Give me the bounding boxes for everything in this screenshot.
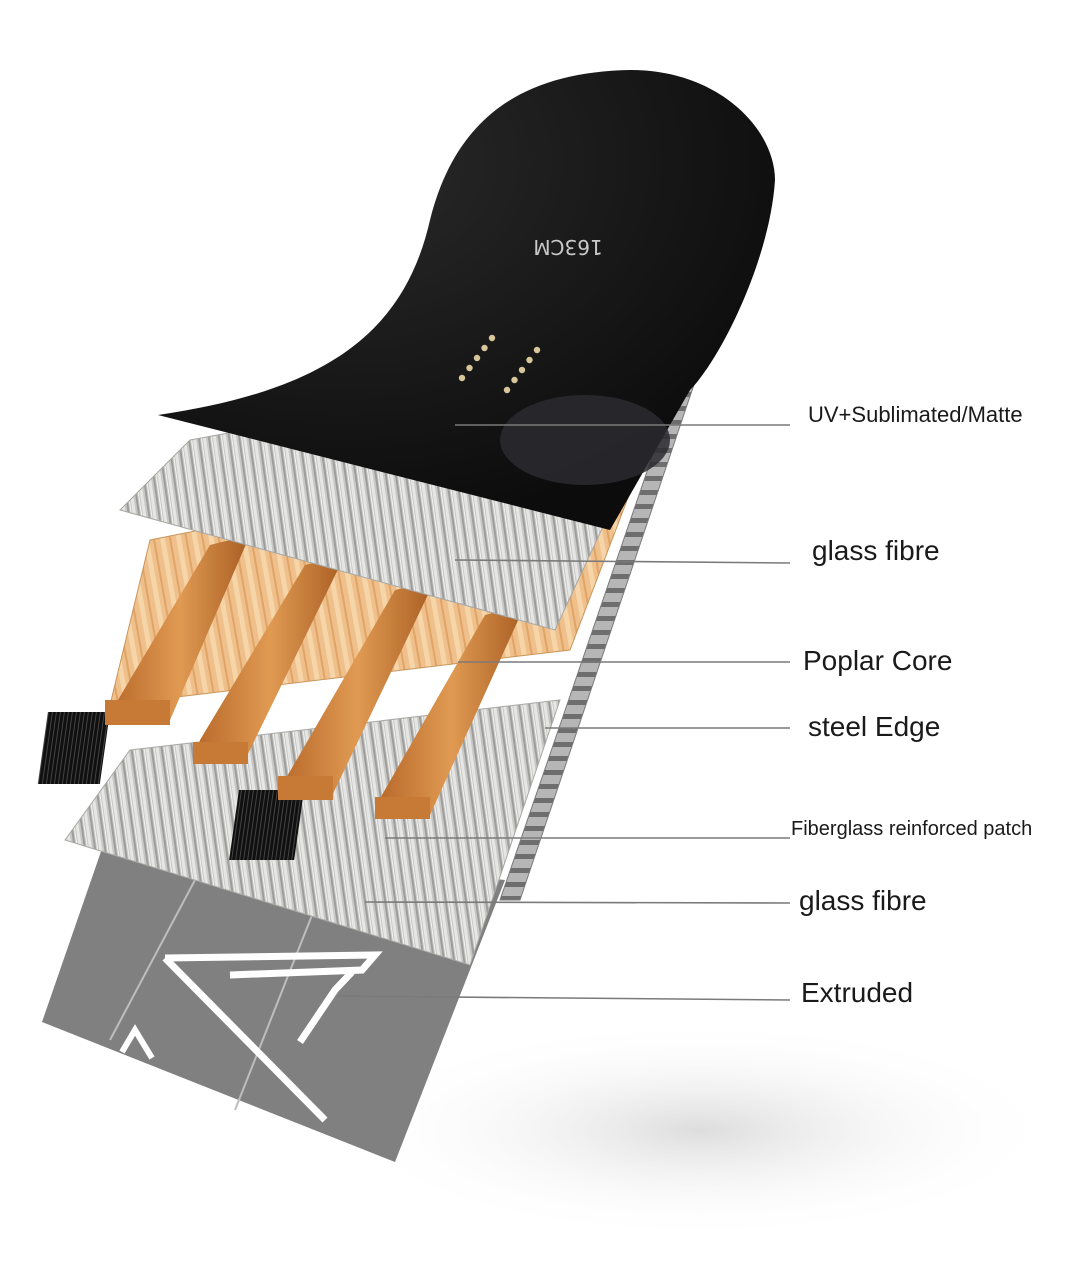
insert-dot xyxy=(458,374,466,382)
core-step-3 xyxy=(278,776,333,800)
label-steel-edge: steel Edge xyxy=(808,711,940,742)
reinforced-patch-rear xyxy=(37,712,110,784)
core-step-4 xyxy=(375,797,430,819)
base-graphic-stroke xyxy=(164,951,383,979)
insert-dot xyxy=(481,344,488,352)
label-poplar-core: Poplar Core xyxy=(803,645,952,676)
binding-inserts xyxy=(458,334,541,394)
topsheet-layer: 163CM xyxy=(158,70,775,530)
ground-shadow xyxy=(340,1020,1060,1240)
insert-dot xyxy=(511,376,518,384)
label-reinforced-patch: Fiberglass reinforced patch xyxy=(791,818,1032,840)
leader-line-base xyxy=(337,995,791,1001)
label-topsheet: UV+Sublimated/Matte xyxy=(808,402,1023,427)
base-graphic-diagonal xyxy=(162,955,328,1123)
base-graphic-hook xyxy=(297,969,355,1044)
leader-line-glass-fibre-bottom xyxy=(364,901,791,904)
topsheet-graphic xyxy=(500,395,670,485)
label-glass-fibre-top: glass fibre xyxy=(812,535,940,566)
insert-dot xyxy=(503,386,511,394)
core-step-2 xyxy=(193,742,248,764)
base-graphic-corner xyxy=(119,1024,155,1060)
reinforced-patch-front xyxy=(229,790,304,860)
label-glass-fibre-bottom: glass fibre xyxy=(799,885,927,916)
insert-dot xyxy=(533,346,541,354)
insert-dot xyxy=(518,366,526,374)
topsheet-print: 163CM xyxy=(533,235,602,259)
label-base: Extruded xyxy=(801,977,913,1008)
insert-dot xyxy=(466,364,473,372)
insert-dot xyxy=(488,334,496,342)
insert-dot xyxy=(473,354,481,362)
core-step-1 xyxy=(105,700,170,725)
leader-line-glass-fibre-top xyxy=(454,559,791,564)
insert-dot xyxy=(526,356,533,364)
